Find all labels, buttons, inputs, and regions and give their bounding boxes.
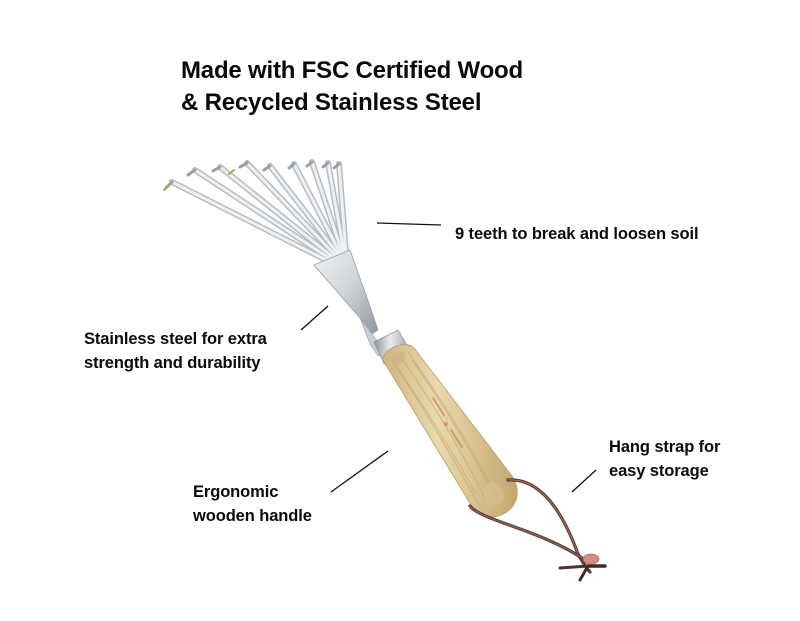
hang-strap xyxy=(468,478,607,582)
callout-hang-strap: Hang strap for easy storage xyxy=(609,435,720,483)
leader-line-teeth xyxy=(376,222,442,226)
leader-line-strap xyxy=(571,469,597,493)
callout-stainless-steel: Stainless steel for extra strength and d… xyxy=(84,327,267,375)
callout-steel-line-1: Stainless steel for extra xyxy=(84,330,267,348)
rake-teeth xyxy=(163,159,349,265)
wooden-handle xyxy=(382,344,518,518)
leader-line-handle xyxy=(330,450,389,493)
headline: Made with FSC Certified Wood & Recycled … xyxy=(181,55,523,119)
callout-handle-line-2: wooden handle xyxy=(193,507,312,525)
headline-line-1: Made with FSC Certified Wood xyxy=(181,57,523,84)
callout-teeth: 9 teeth to break and loosen soil xyxy=(455,222,699,246)
leader-lines xyxy=(300,222,597,493)
callout-strap-line-2: easy storage xyxy=(609,462,709,480)
rake-neck xyxy=(313,249,379,335)
callout-strap-line-1: Hang strap for xyxy=(609,438,721,456)
headline-line-2: & Recycled Stainless Steel xyxy=(181,89,482,116)
callout-handle-line-1: Ergonomic xyxy=(193,483,279,501)
callout-wooden-handle: Ergonomic wooden handle xyxy=(193,480,312,528)
callout-teeth-text: 9 teeth to break and loosen soil xyxy=(455,225,699,243)
callout-steel-line-2: strength and durability xyxy=(84,354,261,372)
leader-line-steel xyxy=(300,305,329,331)
